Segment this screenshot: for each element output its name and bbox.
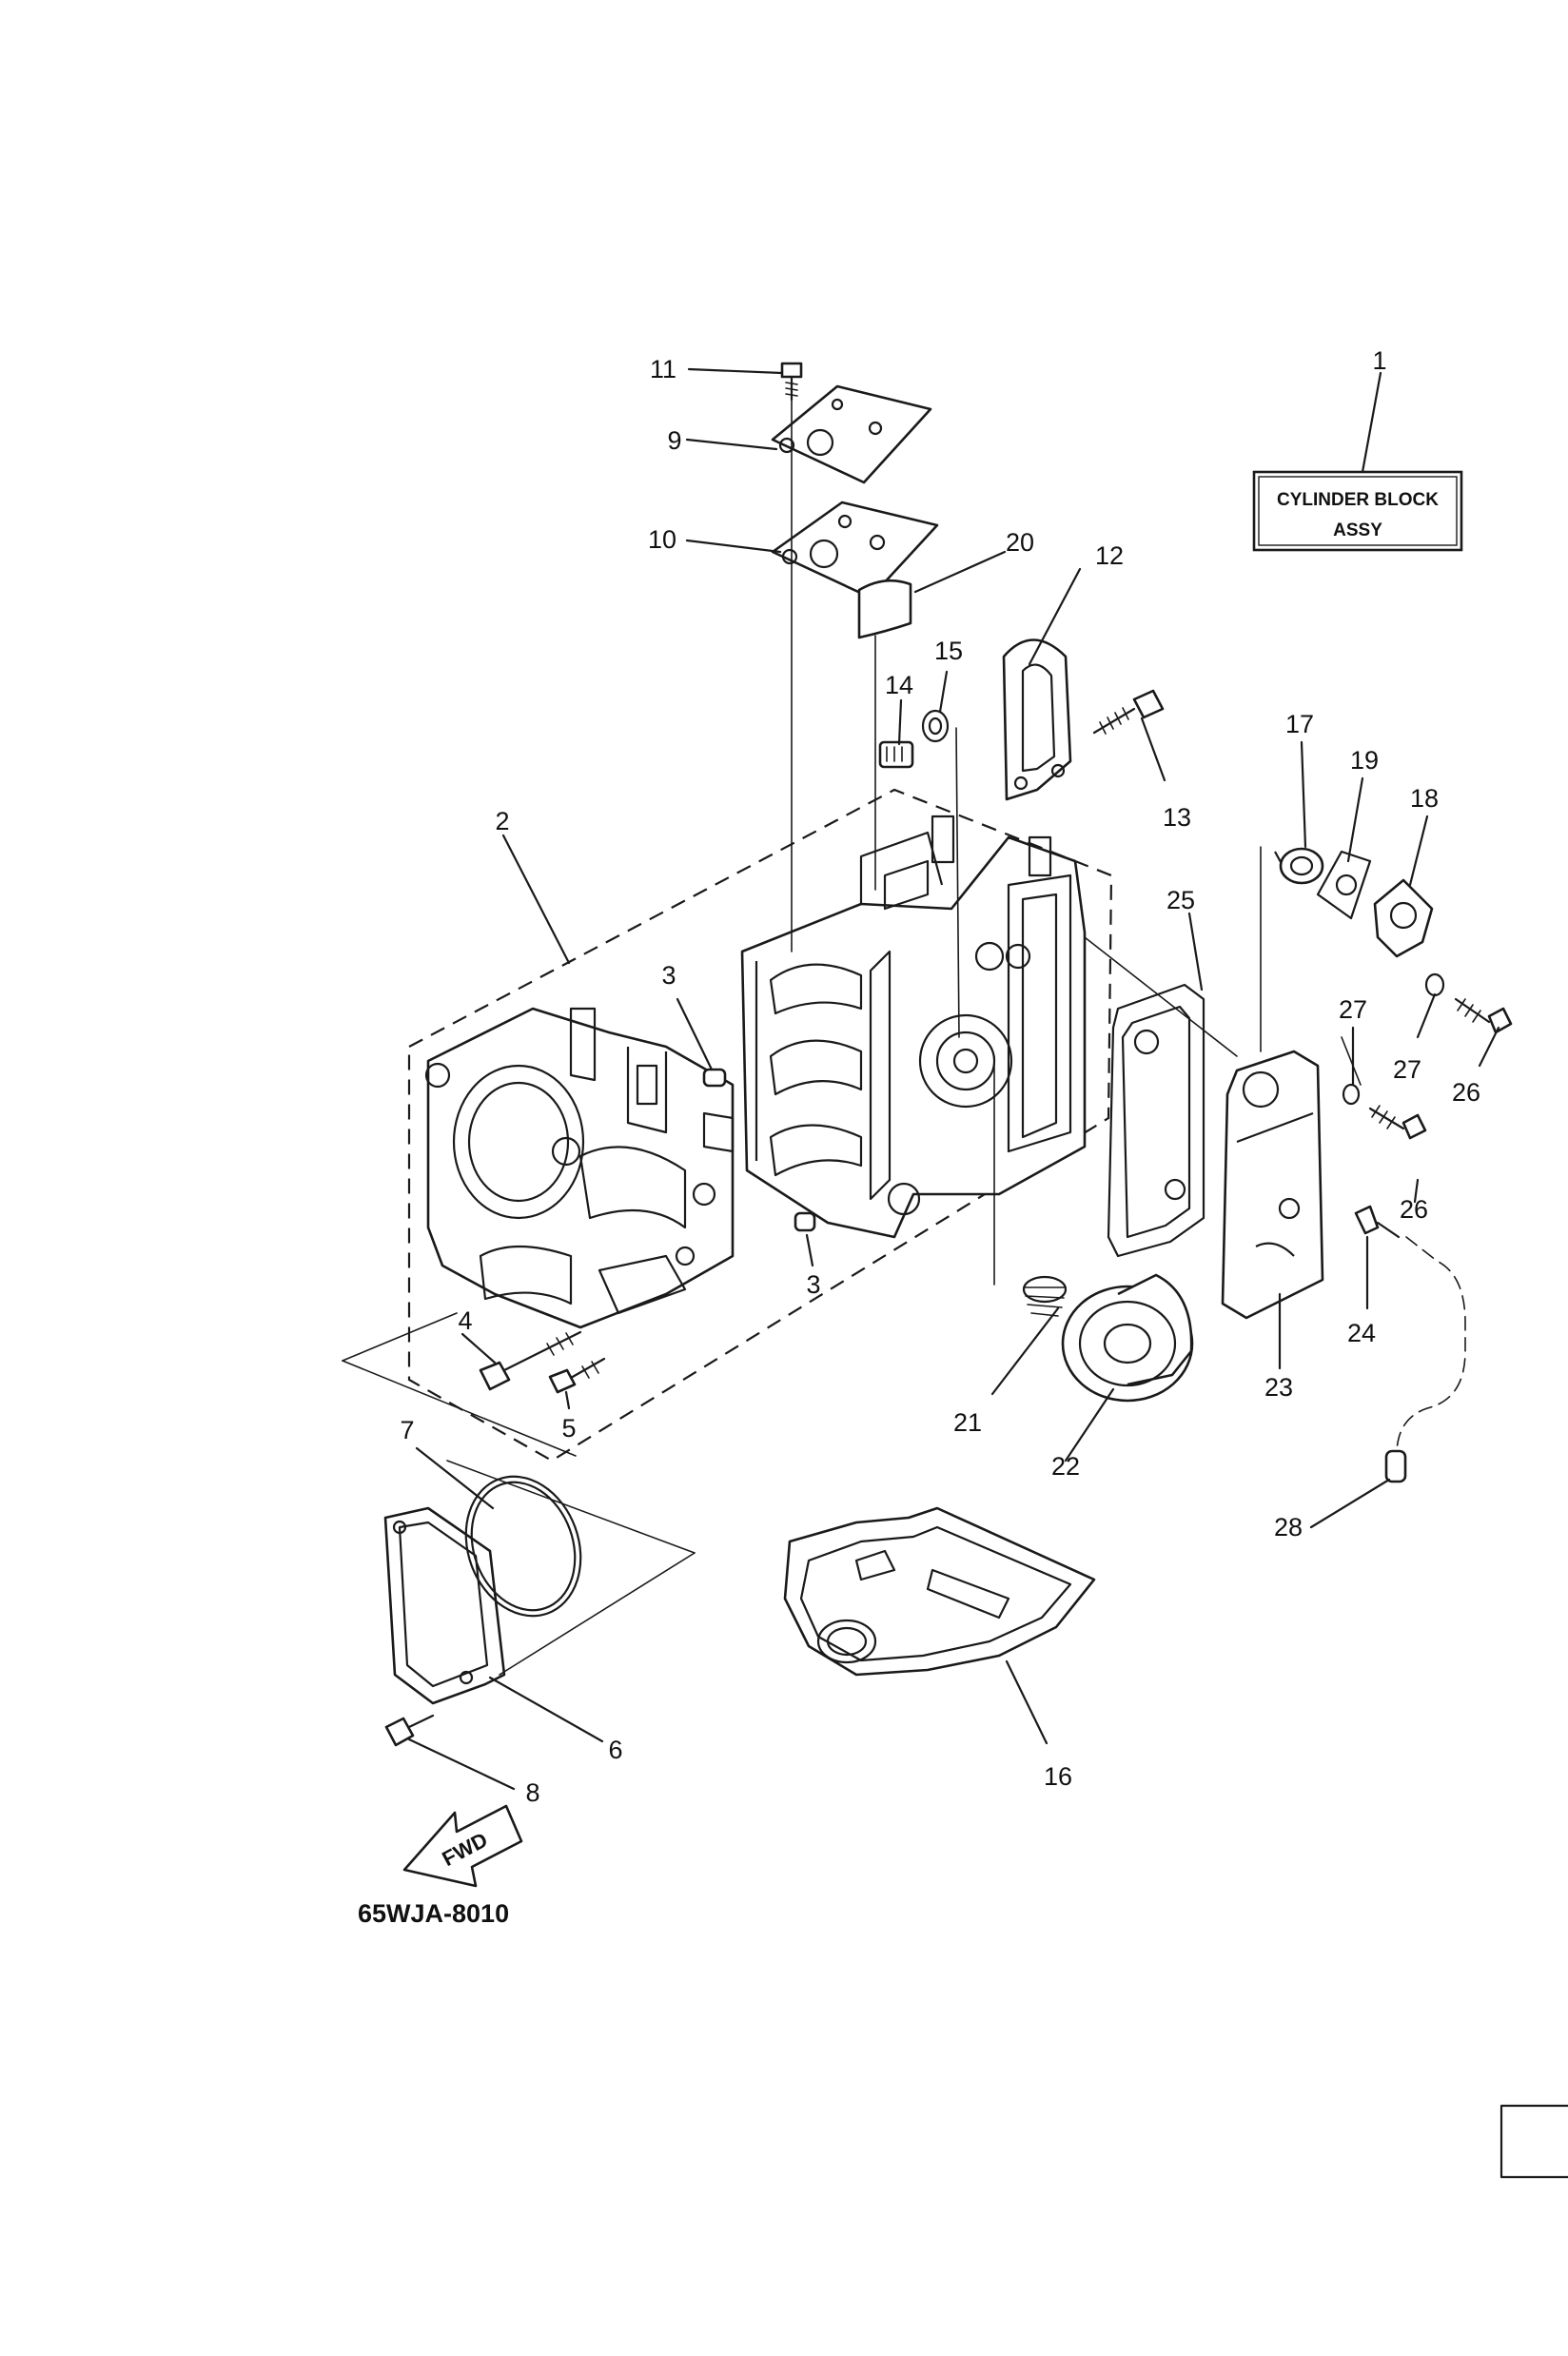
callout-12: 12 [1095, 541, 1124, 570]
callout-26-upper: 26 [1452, 1078, 1480, 1107]
cylinder-block-assy-label: CYLINDER BLOCK ASSY [1252, 470, 1463, 552]
callout-5: 5 [561, 1414, 576, 1443]
callout-15: 15 [934, 637, 963, 665]
callout-19: 19 [1350, 746, 1379, 775]
callout-9: 9 [667, 426, 681, 455]
callout-26-lower: 26 [1400, 1195, 1428, 1224]
callout-24: 24 [1347, 1319, 1376, 1347]
fitting-24 [1354, 1205, 1401, 1239]
dowel-pin-3-upper [702, 1068, 727, 1088]
callout-1: 1 [1372, 346, 1386, 375]
callout-20: 20 [1006, 528, 1034, 557]
callout-3-upper: 3 [661, 961, 676, 990]
hose-28 [1384, 1236, 1466, 1483]
cover-plate-gasket [771, 501, 939, 599]
callout-27-upper: 27 [1339, 995, 1367, 1024]
callout-numbers: 1 2 3 3 4 5 6 7 8 9 10 11 12 13 14 15 16… [400, 346, 1480, 1807]
callout-14: 14 [885, 671, 913, 699]
base-gasket-16 [783, 1506, 1096, 1677]
assy-label-line2: ASSY [1333, 520, 1382, 540]
anode-20 [857, 579, 912, 639]
bolt-8 [384, 1714, 435, 1747]
crankcase-half [424, 1007, 735, 1329]
bolt-26-upper [1454, 997, 1513, 1034]
diagram-code: 65WJA-8010 [358, 1899, 509, 1928]
oil-filter-22 [1061, 1273, 1194, 1403]
thermostat-17 [1274, 847, 1324, 885]
washer-27-upper [1424, 972, 1445, 997]
callout-16: 16 [1044, 1762, 1072, 1791]
callout-3-lower: 3 [806, 1270, 820, 1299]
exhaust-cover [1221, 1050, 1324, 1320]
bolt-4 [479, 1330, 582, 1391]
callout-10: 10 [648, 525, 676, 554]
spring-21 [1022, 1275, 1068, 1317]
callout-21: 21 [953, 1408, 982, 1437]
leader-lines [342, 367, 1500, 1791]
callout-22: 22 [1051, 1452, 1080, 1481]
callout-23: 23 [1264, 1373, 1293, 1402]
bolt-11 [780, 362, 803, 402]
callout-25: 25 [1166, 886, 1195, 914]
bolt-13 [1092, 689, 1165, 735]
callout-7: 7 [400, 1416, 414, 1444]
callout-17: 17 [1285, 710, 1314, 738]
gasket-19 [1316, 850, 1372, 920]
washer-27-lower [1342, 1083, 1361, 1106]
forward-arrow: FWD [402, 1804, 523, 1888]
cylinder-block-enclosure [407, 788, 1113, 1463]
exhaust-gasket [1107, 983, 1205, 1258]
callout-18: 18 [1410, 784, 1439, 813]
cylinder-block [740, 815, 1087, 1239]
callout-4: 4 [458, 1306, 472, 1335]
washer-15 [921, 709, 950, 743]
cover-plate [771, 384, 932, 484]
callout-8: 8 [525, 1778, 539, 1807]
bolt-5 [548, 1357, 606, 1394]
callout-11: 11 [650, 355, 676, 383]
bolt-26-lower [1368, 1105, 1427, 1140]
assy-label-line1: CYLINDER BLOCK [1277, 490, 1439, 510]
bracket-12 [1002, 638, 1072, 801]
callout-2: 2 [495, 807, 509, 835]
callout-27-lower: 27 [1393, 1055, 1421, 1084]
thermostat-cover-18 [1373, 878, 1434, 958]
cover-6 [383, 1506, 506, 1705]
callout-13: 13 [1163, 803, 1191, 832]
callout-28: 28 [1274, 1513, 1303, 1541]
plug-14 [878, 740, 914, 769]
page-edge-box [1499, 2104, 1568, 2179]
dowel-pin-3-lower [794, 1211, 816, 1232]
callout-6: 6 [608, 1736, 622, 1764]
